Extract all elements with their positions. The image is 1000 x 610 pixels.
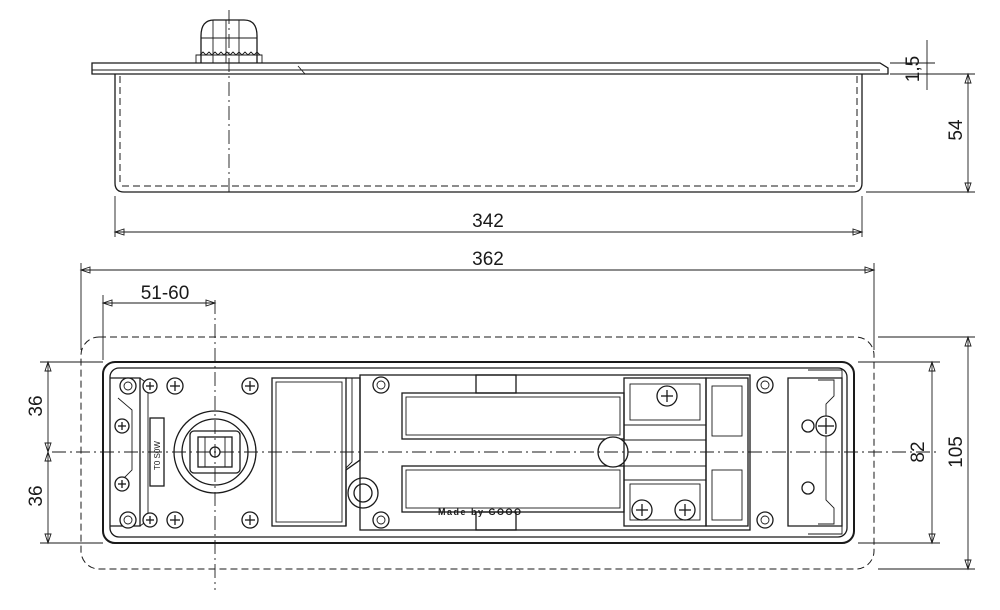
dim-body-length: 342 bbox=[472, 211, 504, 232]
valve-label: T0 S0W bbox=[153, 441, 162, 470]
dim-cover-width: 105 bbox=[946, 436, 967, 468]
dim-lower-half: 36 bbox=[26, 485, 47, 506]
plan-view-dimensions: 362 51-60 36 36 82 105 bbox=[26, 249, 975, 571]
dim-upper-half: 36 bbox=[26, 395, 47, 416]
dim-body-width: 82 bbox=[908, 441, 929, 462]
crosshead-screws bbox=[118, 377, 696, 529]
dim-plate-thickness: 1,5 bbox=[903, 56, 924, 82]
plan-view: T0 S0W bbox=[52, 300, 940, 590]
spring-housing: Made by GOOO bbox=[359, 374, 774, 531]
right-end-cap bbox=[787, 369, 843, 535]
dim-spindle-offset: 51-60 bbox=[141, 283, 190, 304]
body-stamp: Made by GOOO bbox=[438, 507, 523, 517]
dim-cover-length: 362 bbox=[472, 249, 504, 270]
dim-body-height: 54 bbox=[946, 119, 967, 141]
side-view-dimensions: 1,5 54 342 bbox=[113, 40, 975, 237]
side-view bbox=[91, 10, 889, 196]
